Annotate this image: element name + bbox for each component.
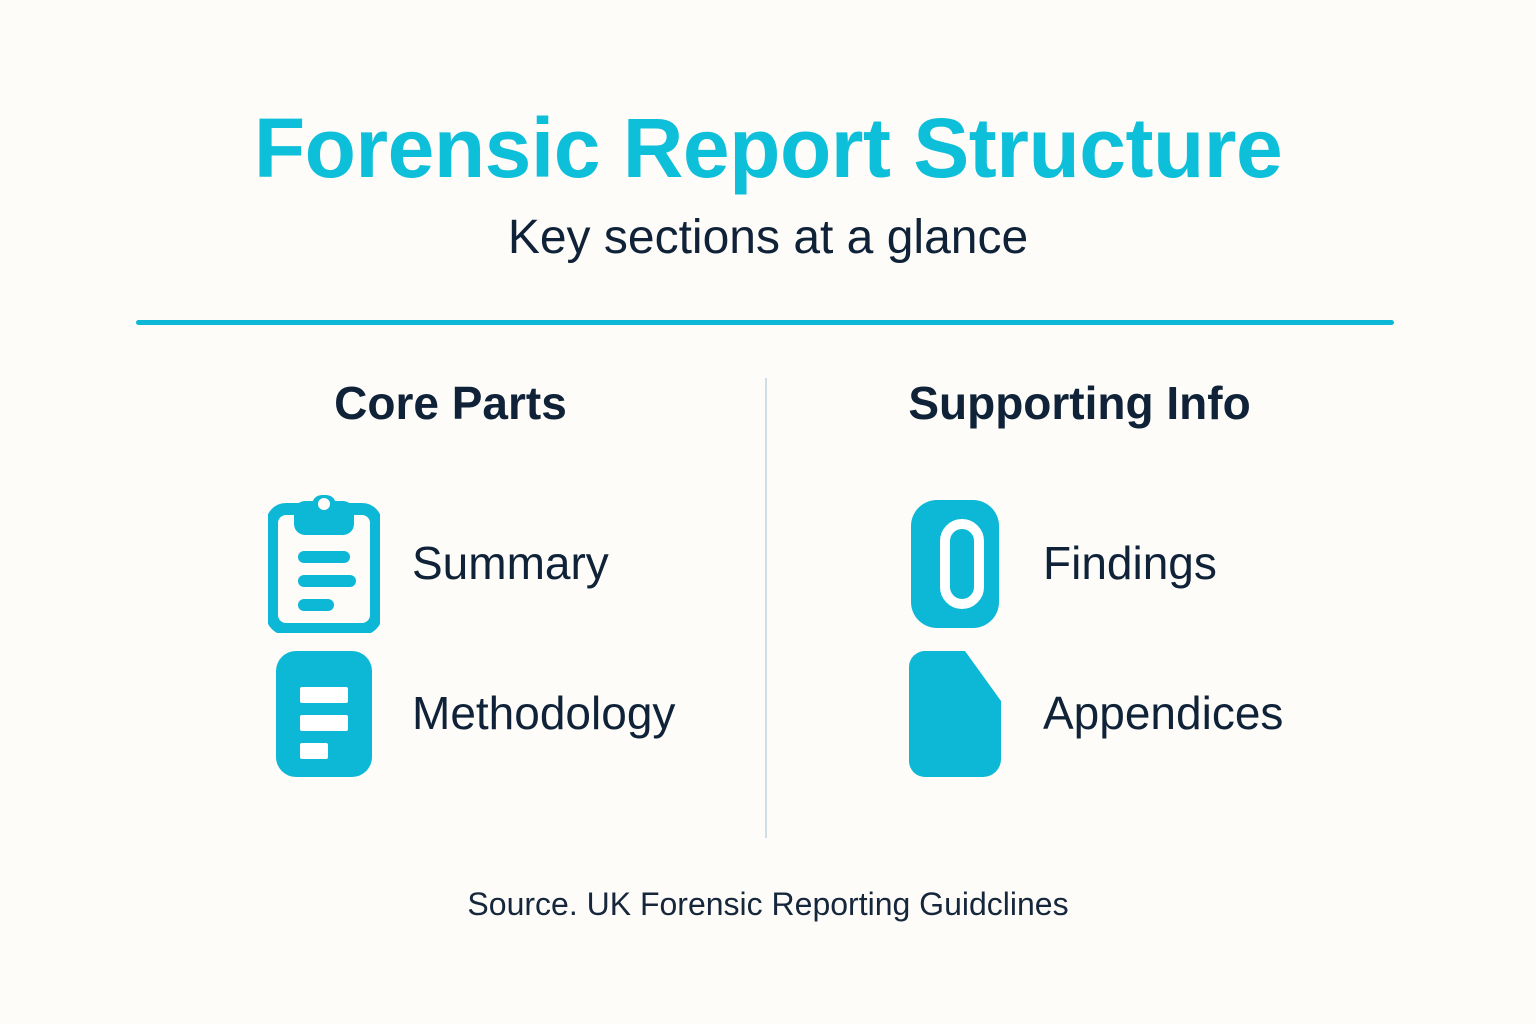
- list-item-summary[interactable]: Summary: [136, 489, 765, 639]
- list-item-label: Appendices: [1043, 687, 1284, 740]
- item-list-core-parts: Summary Methodology: [136, 489, 765, 789]
- folded-corner-document-icon: [895, 644, 1015, 784]
- column-core-parts: Core Parts: [136, 378, 765, 840]
- magnifier-oval-icon: [895, 494, 1015, 634]
- list-item-label: Summary: [412, 537, 609, 590]
- document-lines-icon: [264, 644, 384, 784]
- column-supporting-info: Supporting Info Findings: [765, 378, 1394, 840]
- list-item-appendices[interactable]: Appendices: [765, 639, 1394, 789]
- column-heading-core-parts: Core Parts: [334, 377, 567, 429]
- list-item-methodology[interactable]: Methodology: [136, 639, 765, 789]
- page-subtitle: Key sections at a glance: [507, 211, 1029, 265]
- columns-container: Core Parts: [136, 378, 1394, 840]
- list-item-label: Methodology: [412, 687, 676, 740]
- item-list-supporting-info: Findings Appendices: [765, 489, 1394, 789]
- list-item-label: Findings: [1043, 537, 1217, 590]
- page-title: Forensic Report Structure: [253, 101, 1283, 195]
- source-footer: Source. UK Forensic Reporting Guidclines: [467, 886, 1069, 922]
- column-heading-supporting-info: Supporting Info: [908, 377, 1251, 429]
- list-item-findings[interactable]: Findings: [765, 489, 1394, 639]
- header: Forensic Report Structure Key sections a…: [0, 104, 1536, 265]
- header-divider-rule: [136, 320, 1394, 325]
- clipboard-icon: [264, 494, 384, 634]
- column-vertical-divider: [765, 378, 767, 838]
